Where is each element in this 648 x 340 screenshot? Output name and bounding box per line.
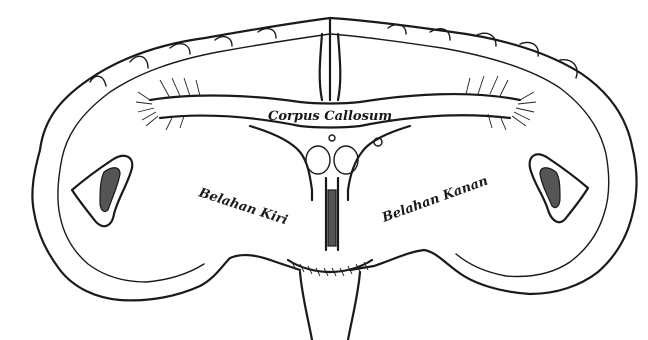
corpus-callosum-label: Corpus Callosum [268,109,392,124]
left-hemisphere-label: Belahan Kiri [196,185,290,228]
right-hemisphere-label: Belahan Kanan [379,174,490,227]
